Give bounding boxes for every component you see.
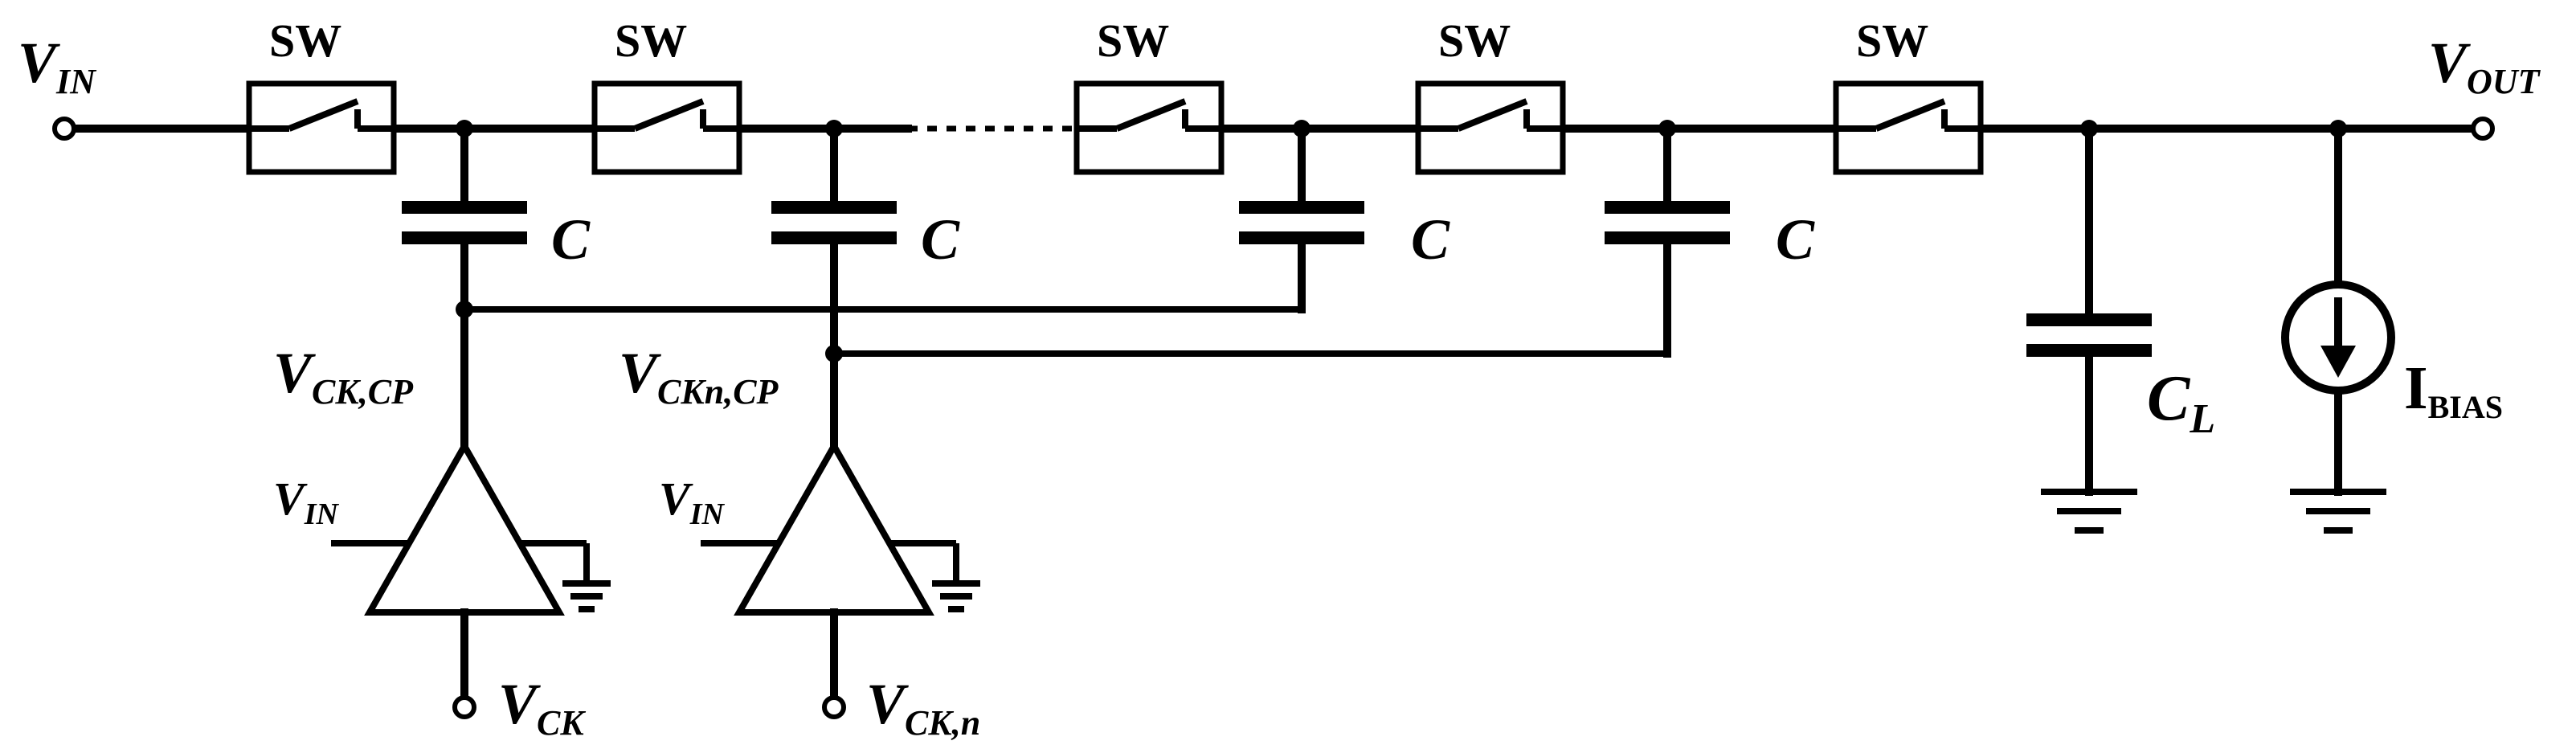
capacitor-1 <box>402 125 527 478</box>
switch-1 <box>246 80 397 175</box>
node-label-vckn-cp: VCKn,CP <box>619 341 779 411</box>
vout-label: VOUT <box>2428 31 2541 101</box>
switch-2-label: SW <box>615 14 687 67</box>
capacitor-2 <box>771 125 897 478</box>
clock-vck-label: VCK <box>498 672 586 743</box>
vout-terminal <box>2471 117 2495 141</box>
driver-1-input-label: VIN <box>273 473 339 531</box>
load-capacitor <box>2026 125 2152 534</box>
bias-current-label: IBIAS <box>2404 354 2503 425</box>
switch-4 <box>1415 80 1566 175</box>
switch-2 <box>591 80 742 175</box>
switch-5 <box>1833 80 1984 175</box>
clock-bus-vck <box>456 301 1302 318</box>
capacitor-4-label: C <box>1776 207 1815 272</box>
capacitor-3 <box>1239 125 1364 313</box>
vin-terminal <box>52 117 76 141</box>
capacitor-1-label: C <box>551 207 591 272</box>
bias-current-source <box>2281 125 2395 534</box>
clock-vck-n-label: VCK,n <box>866 672 980 743</box>
vin-label: VIN <box>18 31 97 101</box>
switch-1-label: SW <box>269 14 341 67</box>
capacitor-4 <box>1605 125 1730 358</box>
driver-buffer-1 <box>331 439 611 719</box>
switch-3 <box>1073 80 1225 175</box>
node-label-vck-cp: VCK,CP <box>273 341 414 411</box>
driver-2-input-label: VIN <box>659 473 725 531</box>
switch-3-label: SW <box>1097 14 1169 67</box>
switch-4-label: SW <box>1438 14 1511 67</box>
clock-bus-vckn <box>825 345 1667 362</box>
switch-5-label: SW <box>1856 14 1928 67</box>
capacitor-2-label: C <box>921 207 960 272</box>
driver-buffer-2 <box>701 439 980 719</box>
load-capacitor-label: CL <box>2147 363 2215 442</box>
capacitor-3-label: C <box>1411 207 1450 272</box>
current-arrow-icon <box>2320 346 2356 378</box>
